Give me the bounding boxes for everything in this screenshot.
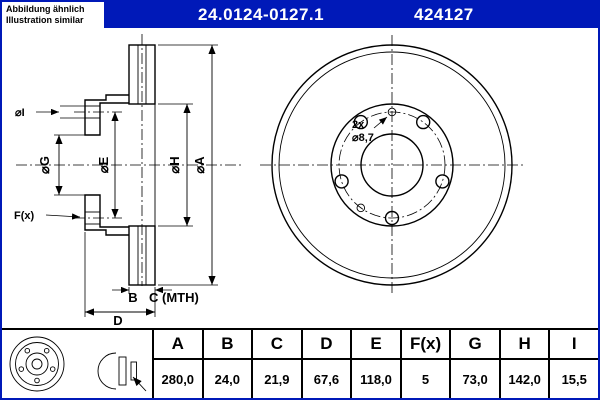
value-i: 15,5 — [548, 360, 598, 398]
value-g: 73,0 — [449, 360, 499, 398]
dimensions: ⌀A ⌀H ⌀E ⌀G ⌀I F — [14, 44, 218, 328]
dim-label-c: C (MTH) — [149, 290, 199, 305]
col-header-a: A — [152, 330, 202, 360]
col-header-e: E — [350, 330, 400, 360]
part-number: 24.0124-0127.1 — [198, 5, 325, 24]
dim-label-h: ⌀H — [167, 156, 182, 173]
dim-label-f: F(x) — [14, 210, 35, 222]
value-f: 5 — [399, 360, 450, 398]
col-header-g: G — [449, 330, 499, 360]
col-header-i: I — [548, 330, 598, 360]
pin-hole — [387, 107, 397, 117]
reference-number: 424127 — [414, 5, 474, 24]
value-e: 118,0 — [350, 360, 400, 398]
similarity-note: Abbildung ähnlich Illustration similar — [2, 2, 104, 28]
note-line-en: Illustration similar — [6, 15, 84, 26]
value-c: 21,9 — [251, 360, 301, 398]
dim-label-d: D — [113, 313, 122, 328]
pin-hole — [356, 203, 366, 213]
pin-dia-label: ⌀8,7 — [352, 132, 374, 144]
section-view — [16, 34, 244, 286]
product-icons-cell — [2, 330, 152, 398]
dim-label-a: ⌀A — [192, 156, 207, 174]
value-b: 24,0 — [201, 360, 252, 398]
disc-front-icon — [9, 336, 65, 392]
spec-table: A B C D E F(x) G H I 280,0 24,0 21,9 67,… — [2, 328, 598, 398]
col-header-d: D — [300, 330, 351, 360]
col-header-f: F(x) — [399, 330, 450, 360]
dim-label-i: ⌀I — [15, 107, 25, 119]
pin-count-label: 2x — [352, 119, 365, 131]
value-h: 142,0 — [498, 360, 549, 398]
dim-label-g: ⌀G — [37, 156, 52, 174]
col-header-c: C — [251, 330, 301, 360]
note-line-de: Abbildung ähnlich — [6, 4, 85, 14]
value-a: 280,0 — [152, 360, 202, 398]
dim-label-e: ⌀E — [96, 156, 111, 173]
value-d: 67,6 — [300, 360, 351, 398]
col-header-h: H — [498, 330, 549, 360]
front-view: 2x ⌀8,7 — [260, 35, 524, 295]
brake-pad-icon — [97, 352, 147, 392]
col-header-b: B — [201, 330, 252, 360]
header-bar: Abbildung ähnlich Illustration similar 2… — [2, 2, 598, 28]
technical-drawing: ⌀A ⌀H ⌀E ⌀G ⌀I F — [2, 28, 598, 328]
dim-label-b: B — [128, 290, 137, 305]
